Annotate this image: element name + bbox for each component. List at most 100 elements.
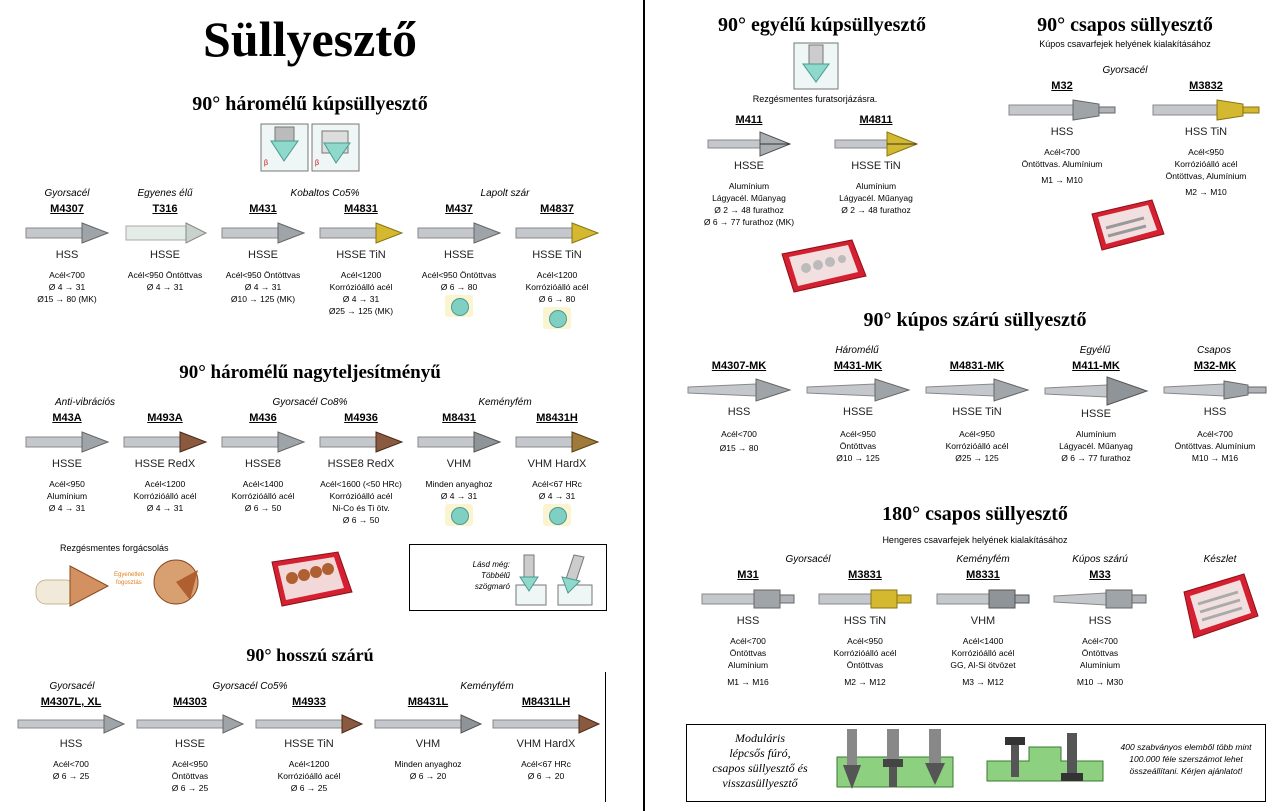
product-m437: M437 HSSE Acél<950 Öntöttvas Ø 6 → 80 bbox=[409, 203, 509, 317]
material-label: HSSE TiN bbox=[851, 160, 901, 172]
tool-set-case-image bbox=[271, 551, 353, 607]
spec-line: Ø 6 → 25 bbox=[171, 783, 209, 793]
product-code[interactable]: M32 bbox=[1051, 80, 1073, 92]
section-title-triple-edge: 90° háromélű kúpsüllyesztő bbox=[192, 93, 428, 115]
spec-line: Alumínium bbox=[1075, 429, 1117, 439]
spec-line: Lágyacél. Műanyag bbox=[712, 193, 786, 203]
spec-line: Acél<950 Öntöttvas bbox=[421, 270, 497, 280]
spec-line: Minden anyaghoz bbox=[394, 759, 462, 769]
material-label: HSS TiN bbox=[1184, 126, 1228, 138]
product-code[interactable]: M4307-MK bbox=[711, 360, 767, 372]
material-label: HSSE bbox=[150, 249, 180, 261]
spec-line: Öntöttvas bbox=[171, 771, 209, 781]
product-code[interactable]: M437 bbox=[445, 203, 473, 215]
spec-line: M2 → M10 bbox=[1185, 187, 1227, 197]
product-code[interactable]: M4837 bbox=[540, 203, 574, 215]
product-code[interactable]: M8431H bbox=[536, 412, 578, 424]
taper-shank-pilot-tool-icon bbox=[1163, 380, 1267, 400]
spec-line: Ø 4 → 31 bbox=[244, 282, 282, 292]
material-label: HSSE bbox=[843, 406, 873, 418]
product-code[interactable]: M31 bbox=[737, 569, 759, 581]
product-m411-mk: M411-MK HSSE Alumínium Lágyacél. Műanyag… bbox=[1040, 360, 1152, 464]
taper-shank-tool-icon bbox=[806, 378, 911, 402]
long-redx-countersink-tool-icon bbox=[255, 714, 364, 734]
product-m431: M431 HSSE Acél<950 Öntöttvas Ø 4 → 31 Ø1… bbox=[213, 203, 313, 305]
spec-line: Acél<950 Öntöttvas bbox=[225, 270, 301, 280]
product-code[interactable]: M4831 bbox=[344, 203, 378, 215]
spec-line: Ø 6 → 80 bbox=[538, 294, 576, 304]
spec-line: Acél<1200 bbox=[288, 759, 330, 769]
category-label: Anti-vibrációs bbox=[54, 397, 116, 408]
product-code[interactable]: M8431LH bbox=[521, 696, 571, 708]
category-label: Keményfém bbox=[460, 681, 514, 692]
spec-line: Acél<950 bbox=[1188, 147, 1224, 157]
product-m436: M436 HSSE8 Acél<1400 Korrózióálló acél Ø… bbox=[213, 412, 313, 514]
material-label: HSSE TiN bbox=[532, 249, 582, 261]
material-label: HSSE bbox=[1081, 408, 1111, 420]
spec-line: Ø 6 → 50 bbox=[342, 515, 380, 525]
product-m431-mk: M431-MK HSSE Acél<950 Öntöttvas Ø10 → 12… bbox=[802, 360, 914, 464]
product-m411: M411 HSSE Alumínium Lágyacél. Műanyag Ø … bbox=[699, 114, 799, 228]
spec-line: Acél<1600 (<50 HRc) bbox=[320, 479, 402, 489]
product-code[interactable]: M431 bbox=[249, 203, 277, 215]
product-code[interactable]: M32-MK bbox=[1193, 360, 1237, 372]
product-code[interactable]: M411-MK bbox=[1072, 360, 1120, 372]
product-code[interactable]: M4933 bbox=[292, 696, 326, 708]
product-code[interactable]: M4936 bbox=[344, 412, 378, 424]
spec-line: Korrózióálló acél bbox=[133, 491, 197, 501]
category-label: Gyorsacél Co5% bbox=[212, 681, 288, 692]
product-m43a: M43A HSSE Acél<950 Alumínium Ø 4 → 31 bbox=[17, 412, 117, 514]
spec-line: Ø10 → 125 bbox=[836, 453, 880, 463]
product-code[interactable]: M4831-MK bbox=[949, 360, 1005, 372]
product-code[interactable]: M4811 bbox=[859, 114, 893, 126]
product-m33: M33 HSS Acél<700 Öntöttvas Alumínium M10… bbox=[1050, 569, 1150, 688]
vibration-label: Rezgésmentes forgácsolás bbox=[60, 543, 169, 553]
material-label: HSS TiN bbox=[843, 615, 887, 627]
spec-line: Ø 6 → 20 bbox=[527, 771, 565, 781]
category-label: Csapos bbox=[1197, 345, 1231, 356]
product-code[interactable]: M4307L, XL bbox=[40, 696, 102, 708]
product-code[interactable]: M33 bbox=[1089, 569, 1111, 581]
product-code[interactable]: M43A bbox=[52, 412, 82, 424]
product-code[interactable]: M4303 bbox=[173, 696, 207, 708]
tin-single-edge-tool-icon bbox=[834, 131, 919, 157]
spec-line: Lágyacél. Műanyag bbox=[1059, 441, 1133, 451]
product-code[interactable]: M4307 bbox=[50, 203, 84, 215]
tin-pilot-tool-icon bbox=[1152, 99, 1260, 121]
flat-shank-icon bbox=[543, 504, 571, 526]
spec-line: Alumínium bbox=[1079, 660, 1121, 670]
spec-line: Acél<67 HRc bbox=[521, 759, 571, 769]
product-m4936: M4936 HSSE8 RedX Acél<1600 (<50 HRc) Kor… bbox=[311, 412, 411, 526]
see-also-box: Lásd még: Többélű szögmaró bbox=[409, 544, 607, 611]
section-title-single-edge: 90° egyélű kúpsüllyesztő bbox=[717, 14, 927, 36]
product-code[interactable]: M431-MK bbox=[833, 360, 883, 372]
material-label: VHM HardX bbox=[527, 458, 587, 470]
product-code[interactable]: M3832 bbox=[1189, 80, 1223, 92]
taper-flat-pilot-tool-icon bbox=[1053, 589, 1147, 609]
spec-line: Öntöttvas bbox=[1081, 648, 1119, 658]
spec-line: Alumínium bbox=[728, 181, 770, 191]
spec-line: Acél<700 bbox=[730, 636, 766, 646]
product-code[interactable]: M411 bbox=[735, 114, 763, 126]
spec-line: Ø 6 → 25 bbox=[52, 771, 90, 781]
countersink-diagram-icon: β β bbox=[260, 123, 360, 172]
product-code[interactable]: M8431L bbox=[407, 696, 449, 708]
spec-line: Acél<950 bbox=[49, 479, 85, 489]
product-code[interactable]: M3831 bbox=[848, 569, 882, 581]
product-code[interactable]: T316 bbox=[152, 203, 178, 215]
category-label: Gyorsacél Co8% bbox=[272, 397, 348, 408]
product-code[interactable]: M8431 bbox=[442, 412, 476, 424]
material-label: HSS bbox=[736, 615, 760, 627]
product-code[interactable]: M436 bbox=[249, 412, 277, 424]
product-code[interactable]: M8331 bbox=[966, 569, 1000, 581]
spec-line: Ø 6 → 25 bbox=[290, 783, 328, 793]
section-border bbox=[605, 672, 606, 802]
product-m8431l: M8431L VHM Minden anyaghoz Ø 6 → 20 bbox=[369, 696, 487, 782]
pilot-subtitle: Kúpos csavarfejek helyének kialakításáho… bbox=[1039, 39, 1211, 49]
spec-line: Acél<950 bbox=[172, 759, 208, 769]
spec-line: Ø 6 → 50 bbox=[244, 503, 282, 513]
product-code[interactable]: M493A bbox=[147, 412, 183, 424]
spec-line: Korrózióálló acél bbox=[329, 282, 393, 292]
spec-line: Ø 6 → 20 bbox=[409, 771, 447, 781]
material-label: HSSE bbox=[248, 249, 278, 261]
